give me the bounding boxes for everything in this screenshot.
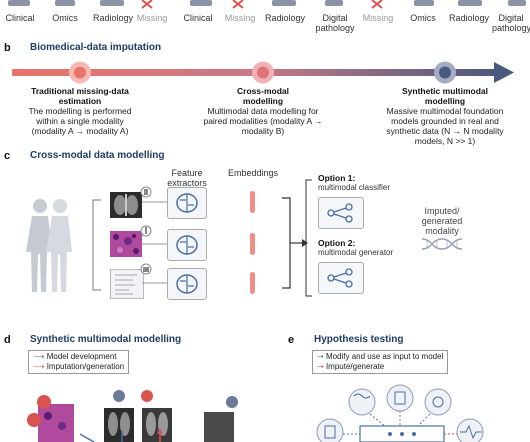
top-label-missing: Missing (136, 13, 168, 23)
imputed-modality-label: Imputed/ generated modality (421, 206, 463, 236)
legend-imputation: ⟶ Imputation/generation (33, 362, 125, 371)
top-icons-strip (8, 0, 526, 9)
feature-extractor-1 (167, 187, 207, 219)
lungs-icon (348, 388, 376, 416)
options-bracket (305, 179, 312, 297)
panel-e-letter: e (288, 334, 295, 346)
brain-icon (176, 193, 198, 213)
document-icon (316, 418, 344, 442)
panel-e-title: Hypothesis testing (314, 334, 404, 345)
embedding-bar-2 (250, 233, 255, 255)
clinical-badge-icon (140, 263, 152, 275)
missing-icons (141, 0, 383, 9)
panel-e-legend: ⇢ Modify and use as input to model ⇢ Imp… (312, 350, 449, 374)
imputation-badge-icon (37, 395, 51, 409)
body-icon (386, 384, 414, 412)
fusion-bracket (282, 197, 308, 289)
extractor-connectors (142, 201, 167, 284)
embeddings-label: Embeddings (227, 168, 279, 178)
option-2-subtitle: multimodal generator (318, 248, 394, 257)
top-label-omics: Omics (52, 13, 78, 23)
input-bracket (92, 199, 101, 291)
stage-2-body: Multimodal data modelling for paired mod… (203, 106, 323, 136)
top-label-digital-pathology: Digital pathology (315, 13, 355, 33)
classifier-network-box (318, 197, 364, 229)
option-2-title: Option 2: (318, 238, 356, 248)
pathology-tile (38, 404, 74, 442)
top-label-missing-2: Missing (224, 13, 256, 23)
pathology-badge-icon (140, 225, 152, 237)
embedding-bar-3 (250, 272, 255, 294)
top-label-omics-2: Omics (410, 13, 436, 23)
feature-extractors-label: Feature extractors (167, 168, 207, 188)
clinical-record-image (110, 269, 144, 299)
hypothesis-testing-figure (316, 384, 484, 442)
brain-icon (176, 235, 198, 255)
pathology-icon (325, 0, 343, 6)
panel-d-title: Synthetic multimodal modelling (30, 334, 182, 345)
synthetic-modelling-figure (27, 390, 238, 442)
embedding-bar-1 (250, 191, 255, 213)
radiology-badge-icon (140, 186, 152, 198)
panel-d-letter: d (4, 334, 11, 346)
network-icon (327, 268, 353, 288)
legend-model-development: ⟶ Model development (33, 352, 117, 361)
pathology-slide-image (110, 231, 142, 257)
omics-icon (414, 0, 434, 6)
feature-extractor-3 (167, 268, 207, 300)
legend-modify: ⇢ Modify and use as input to model (317, 352, 444, 361)
top-label-clinical-2: Clinical (183, 13, 213, 23)
top-label-missing-3: Missing (362, 13, 394, 23)
omics-icon (55, 0, 75, 6)
top-label-radiology: Radiology (92, 13, 134, 23)
stage-3-body: Massive multimodal foundation models gro… (386, 106, 504, 146)
panel-d-legend: ⟶ Model development ⟶ Imputation/generat… (28, 350, 130, 374)
feature-extractor-2 (167, 229, 207, 261)
radiology-icon (100, 0, 124, 6)
panel-b-title: Biomedical-data imputation (30, 42, 162, 53)
dna-icon (421, 238, 463, 250)
radiology-tile (204, 412, 234, 442)
option-1-subtitle: multimodal classifier (318, 183, 391, 192)
top-label-radiology-3: Radiology (448, 13, 490, 23)
panel-c-title: Cross-modal data modelling (30, 150, 165, 161)
brain-icon (176, 274, 198, 294)
top-label-digital-pathology-2: Digital pathology (492, 13, 530, 33)
network-icon (327, 203, 353, 223)
stage-3-title: Synthetic multimodal modelling (402, 86, 488, 106)
radiology-badge-icon (113, 390, 125, 402)
cell-icon (424, 388, 452, 416)
panel-c-letter: c (4, 150, 11, 162)
legend-impute: ⇢ Impute/generate (317, 362, 385, 371)
xray-image (110, 192, 142, 218)
human-body-icon (26, 199, 72, 292)
top-label-radiology-2: Radiology (264, 13, 306, 23)
imputation-badge-icon-2 (141, 390, 153, 402)
radiology-icon (458, 0, 482, 6)
pathology-icon (508, 0, 526, 6)
stage-1-body: The modelling is performed within a sing… (28, 106, 132, 136)
generator-network-box (318, 262, 364, 294)
imputation-timeline-arrow (12, 61, 514, 84)
top-label-clinical: Clinical (5, 13, 35, 23)
clinical-icon (190, 0, 212, 6)
clinical-icon (8, 0, 30, 6)
stage-2-title: Cross-modal modelling (237, 86, 289, 106)
stage-1-title: Traditional missing-data estimation (31, 86, 129, 106)
radiology-icon (272, 0, 296, 6)
option-1-title: Option 1: (318, 173, 356, 183)
panel-b-letter: b (4, 42, 11, 54)
